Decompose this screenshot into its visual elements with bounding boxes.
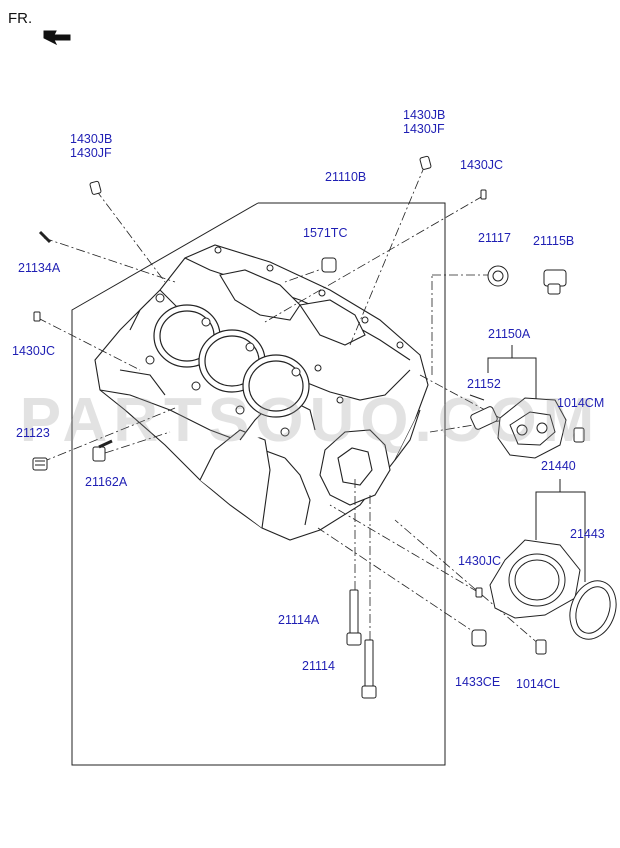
dowel-pin-top [480, 189, 487, 200]
part-label-21152[interactable]: 21152 [467, 377, 501, 391]
part-label-1430jf-right[interactable]: 1430JF [403, 122, 445, 136]
front-direction-label: FR. [8, 10, 33, 27]
plug-1571tc [321, 257, 337, 273]
pad-21152 [470, 406, 498, 430]
part-label-21117[interactable]: 21117 [478, 231, 511, 245]
part-label-1430jb-left[interactable]: 1430JB [70, 132, 113, 146]
part-label-1014cm[interactable]: 1014CM [557, 396, 605, 410]
dowel-pin-left [89, 180, 102, 195]
part-label-21115b[interactable]: 21115B [533, 234, 575, 248]
part-label-21114[interactable]: 21114 [302, 659, 335, 673]
part-label-21123[interactable]: 21123 [16, 426, 50, 440]
dowel-pin-right [419, 155, 432, 170]
part-label-21440[interactable]: 21440 [541, 459, 576, 473]
plug-21123 [32, 457, 48, 471]
front-arrow-icon [43, 30, 71, 46]
part-label-1571tc[interactable]: 1571TC [303, 226, 348, 240]
part-label-1430jc-bottom[interactable]: 1430JC [458, 554, 502, 568]
part-label-1014cl[interactable]: 1014CL [516, 677, 560, 691]
part-label-1430jc-left[interactable]: 1430JC [12, 344, 56, 358]
part-label-1430jc-top[interactable]: 1430JC [460, 158, 504, 172]
part-label-1430jb-right[interactable]: 1430JB [403, 108, 446, 122]
part-label-1433ce[interactable]: 1433CE [455, 675, 501, 689]
sleeve-1433ce [471, 629, 487, 647]
bolt-21162a [92, 446, 106, 462]
part-label-21162a[interactable]: 21162A [85, 475, 128, 489]
assembly-frame [71, 202, 446, 766]
part-label-21443[interactable]: 21443 [570, 527, 605, 541]
part-label-21114a[interactable]: 21114A [278, 613, 320, 627]
part-label-21134a[interactable]: 21134A [18, 261, 61, 275]
bolt-21114 [364, 639, 374, 689]
part-label-21150a[interactable]: 21150A [488, 327, 531, 341]
part-label-1430jf-left[interactable]: 1430JF [70, 146, 112, 160]
bolt-21114a [349, 589, 359, 636]
part-label-21110b[interactable]: 21110B [325, 170, 367, 184]
